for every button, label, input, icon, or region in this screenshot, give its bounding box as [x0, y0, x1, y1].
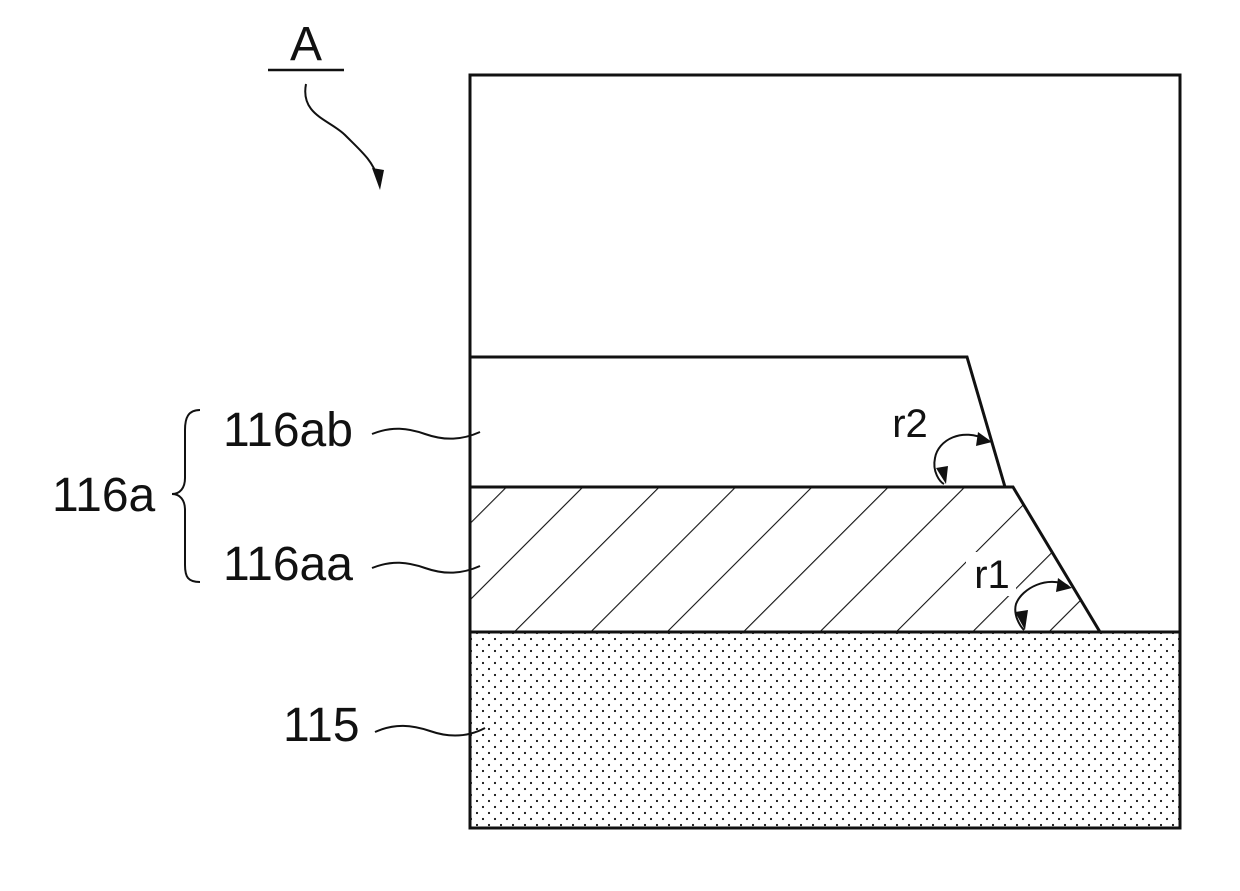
angle-r1-label: r1	[974, 553, 1010, 597]
layer-116aa-label: 116aa	[223, 538, 353, 591]
leader-116ab	[372, 429, 480, 439]
substrate-115-fill	[470, 632, 1180, 828]
layer-116ab-label: 116ab	[223, 404, 353, 457]
angle-r2-arrowhead-bottom-icon	[936, 466, 948, 484]
view-arrow-head-icon	[372, 168, 384, 190]
group-116a-label: 116a	[52, 469, 156, 522]
leader-116aa	[372, 563, 480, 573]
angle-r2-label: r2	[892, 402, 928, 446]
view-label: A	[290, 18, 322, 71]
group-116a-brace	[172, 410, 200, 582]
substrate-115-label: 115	[283, 699, 360, 752]
view-arrow-shaft	[305, 84, 378, 178]
